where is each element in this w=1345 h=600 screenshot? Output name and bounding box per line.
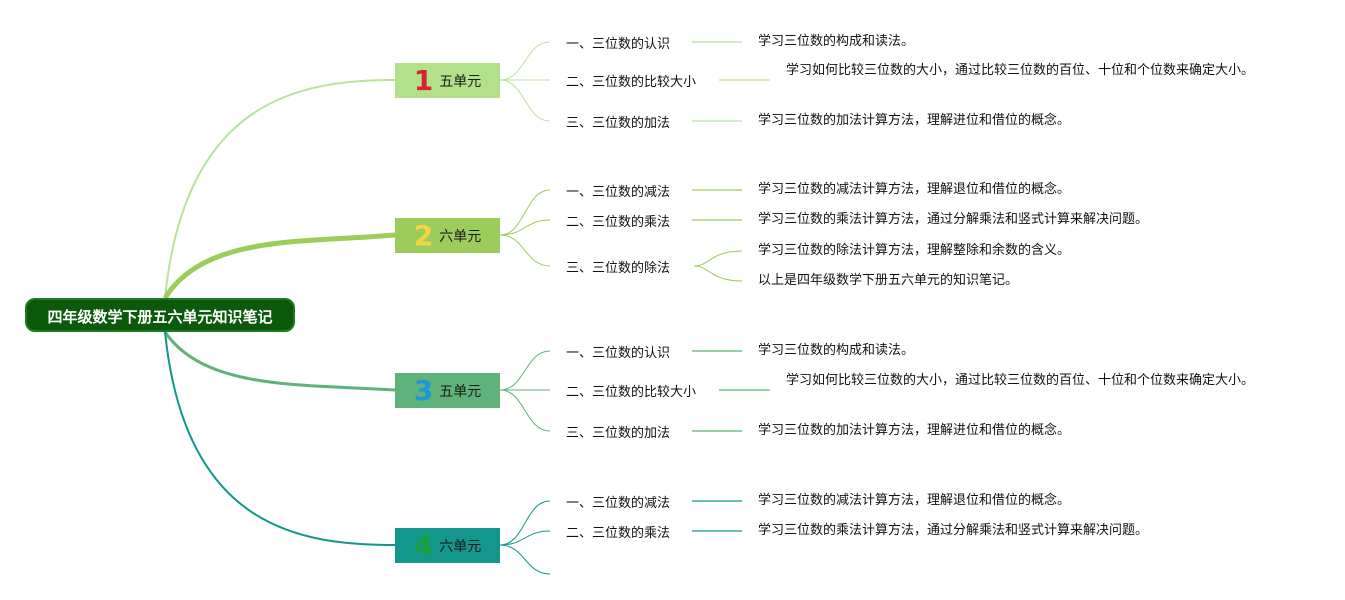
detail-text: 学习三位数的加法计算方法，理解进位和借位的概念。 [758, 113, 1071, 128]
detail-text: 学习三位数的减法计算方法，理解退位和借位的概念。 [758, 493, 1071, 508]
detail-link [693, 265, 743, 282]
detail-text: 学习三位数的除法计算方法，理解整除和余数的含义。 [758, 243, 1071, 258]
topic-item[interactable]: 二、三位数的比较大小 [566, 75, 697, 90]
root-node[interactable]: 四年级数学下册五六单元知识笔记 [25, 298, 295, 332]
topic-item[interactable]: 一、三位数的认识 [566, 37, 671, 52]
topic-item[interactable]: 三、三位数的除法 [566, 261, 671, 276]
root-link-1 [164, 79, 396, 299]
topic-link [499, 530, 551, 546]
branch-node-4[interactable]: 4 六单元 [395, 528, 500, 563]
topic-link [499, 79, 551, 122]
branch-node-3[interactable]: 3 五单元 [395, 373, 500, 408]
topic-link [499, 350, 551, 391]
root-link-4 [164, 331, 396, 546]
topic-link [499, 389, 551, 432]
detail-text: 学习三位数的乘法计算方法，通过分解乘法和竖式计算来解决问题。 [758, 523, 1149, 538]
topic-item[interactable]: 三、三位数的加法 [566, 426, 671, 441]
topic-link [499, 189, 551, 236]
detail-text: 学习三位数的构成和读法。 [758, 343, 915, 358]
topic-item[interactable]: 二、三位数的乘法 [566, 526, 671, 541]
topic-link [499, 41, 551, 81]
branch-label: 五单元 [439, 73, 482, 90]
detail-text: 以上是四年级数学下册五六单元的知识笔记。 [758, 273, 1019, 288]
detail-text: 学习三位数的减法计算方法，理解退位和借位的概念。 [758, 182, 1071, 197]
topic-item[interactable]: 一、三位数的认识 [566, 346, 671, 361]
branch-number: 2 [413, 218, 434, 252]
topic-link [499, 219, 551, 236]
detail-text: 学习如何比较三位数的大小，通过比较三位数的百位、十位和个位数来确定大小。 [786, 63, 1255, 78]
branch-number: 1 [413, 63, 434, 97]
topic-link [499, 544, 551, 575]
root-link-3 [163, 331, 396, 392]
detail-text: 学习三位数的构成和读法。 [758, 34, 915, 49]
detail-text: 学习如何比较三位数的大小，通过比较三位数的百位、十位和个位数来确定大小。 [786, 373, 1255, 388]
detail-text: 学习三位数的乘法计算方法，通过分解乘法和竖式计算来解决问题。 [758, 212, 1149, 227]
topic-item[interactable]: 一、三位数的减法 [566, 185, 671, 200]
branch-number: 4 [413, 528, 434, 562]
branch-label: 六单元 [439, 538, 482, 555]
branch-label: 五单元 [439, 383, 482, 400]
detail-link [693, 250, 743, 267]
topic-link [499, 500, 551, 546]
topic-item[interactable]: 三、三位数的加法 [566, 116, 671, 131]
topic-link [499, 234, 551, 267]
topic-item[interactable]: 二、三位数的比较大小 [566, 385, 697, 400]
topic-item[interactable]: 二、三位数的乘法 [566, 215, 671, 230]
branch-node-2[interactable]: 2 六单元 [395, 218, 500, 253]
branch-node-1[interactable]: 1 五单元 [395, 63, 500, 98]
root-link-2 [162, 232, 396, 300]
branch-number: 3 [413, 373, 434, 407]
topic-item[interactable]: 一、三位数的减法 [566, 496, 671, 511]
branch-label: 六单元 [439, 228, 482, 245]
detail-text: 学习三位数的加法计算方法，理解进位和借位的概念。 [758, 423, 1071, 438]
